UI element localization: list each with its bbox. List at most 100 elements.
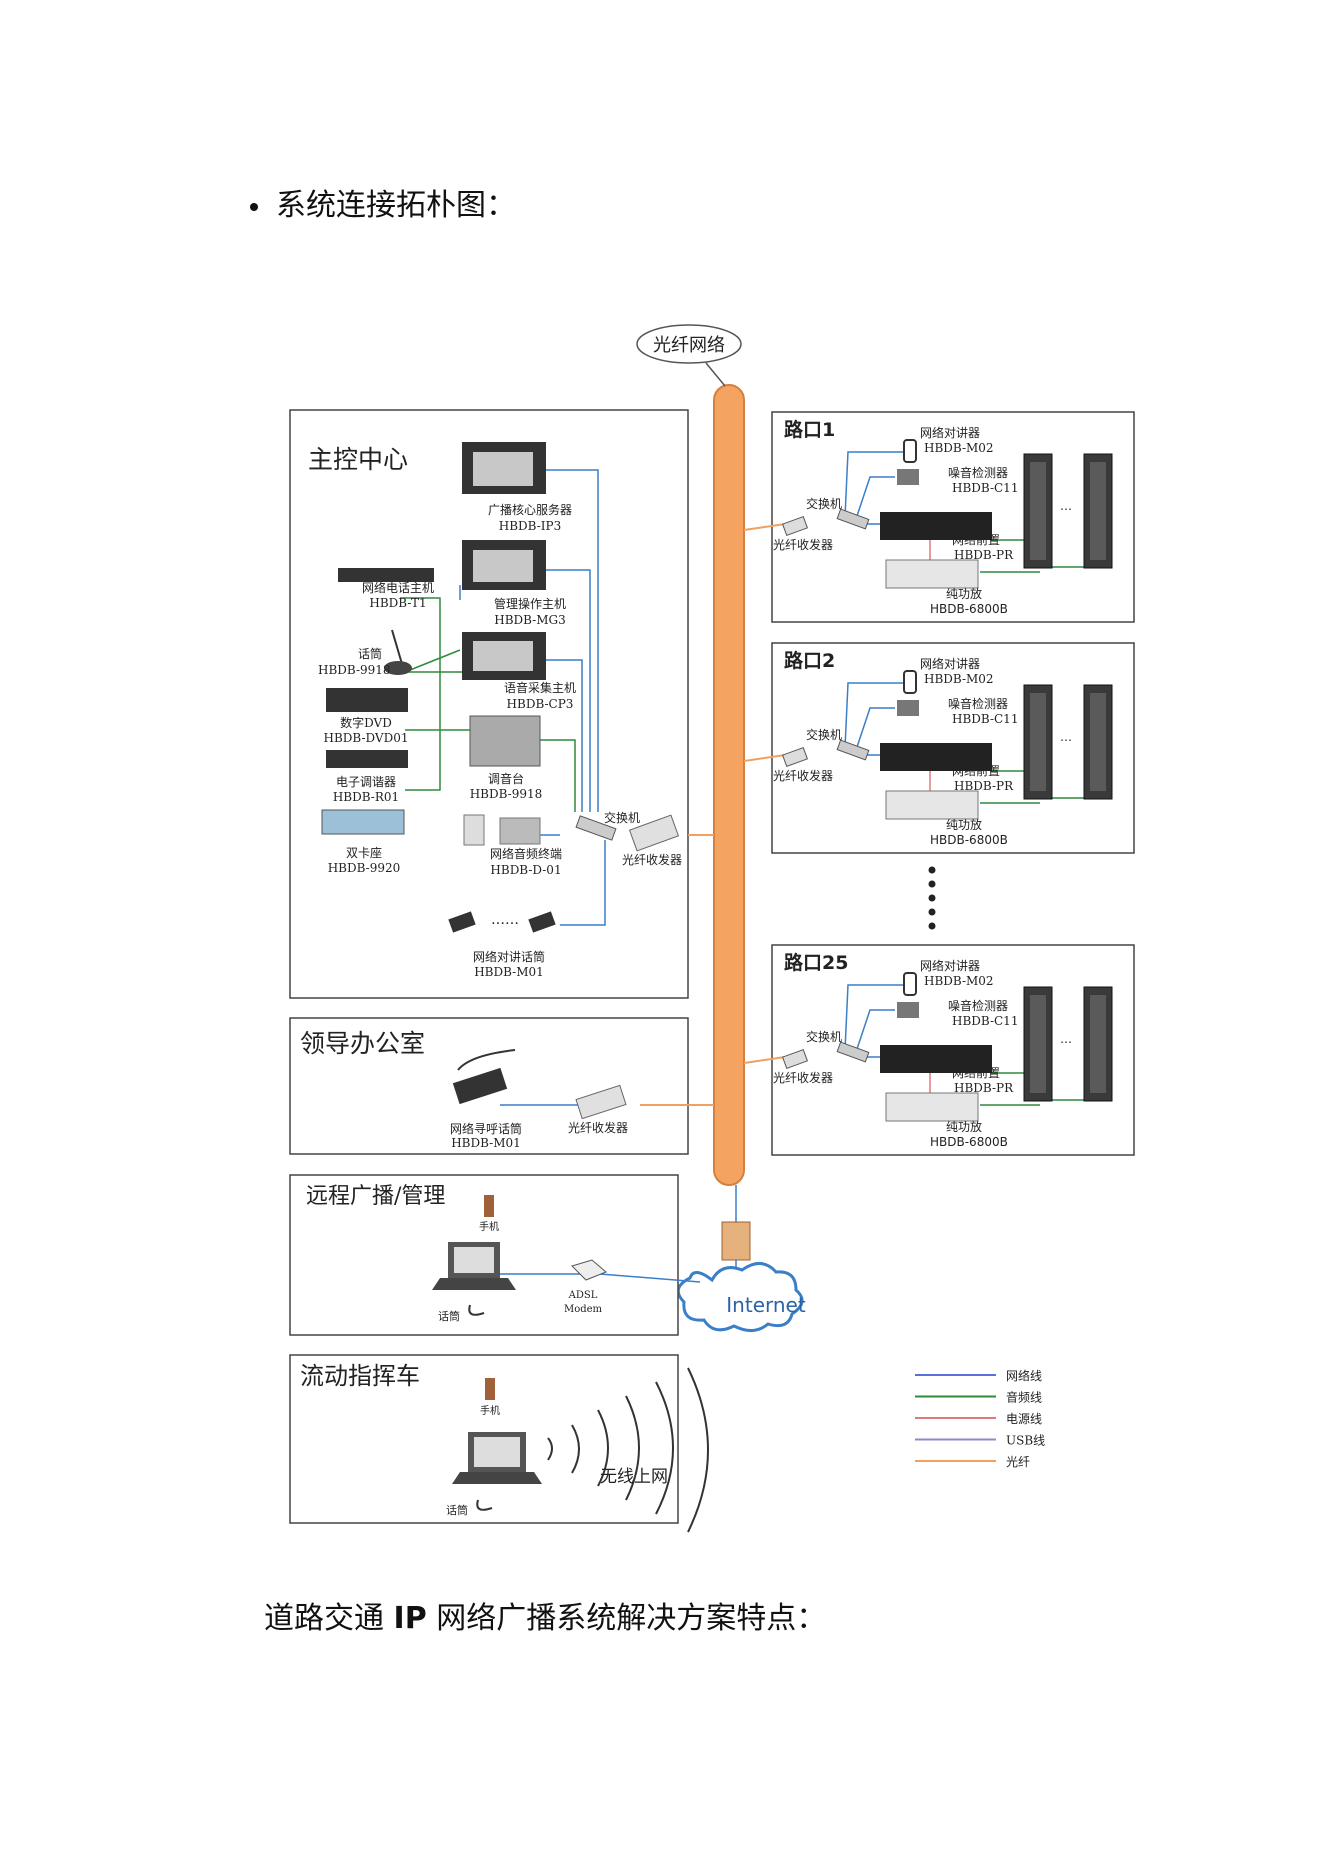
svg-text:HBDB-M01: HBDB-M01 [451,1136,521,1150]
svg-text:网络对讲器: 网络对讲器 [920,425,980,440]
power-amplifier-icon [885,559,979,589]
svg-text:…: … [1060,1032,1072,1046]
legend-entry: 光纤 [915,1455,1030,1469]
dvd-player-icon [326,688,408,712]
network-preamp-icon [880,743,992,771]
svg-text:噪音检测器: 噪音检测器 [948,696,1008,711]
svg-text:话筒: 话筒 [446,1503,468,1517]
section-heading: 系统连接拓朴图： [250,180,516,224]
network-preamp-icon [880,512,992,540]
svg-text:纯功放: 纯功放 [946,1119,982,1134]
svg-text:HBDB-PR: HBDB-PR [954,779,1014,793]
svg-text:…: … [1060,499,1072,513]
noise-detector-icon [897,1002,919,1018]
svg-text:HBDB-CP3: HBDB-CP3 [507,697,574,711]
svg-text:光纤收发器: 光纤收发器 [773,537,833,552]
svg-text:HBDB-R01: HBDB-R01 [333,790,399,804]
svg-text:HBDB-6800B: HBDB-6800B [930,833,1008,847]
svg-text:交换机: 交换机 [806,727,842,742]
svg-text:广播核心服务器: 广播核心服务器 [488,502,572,517]
switch-icon [836,739,870,761]
svg-text:HBDB-M02: HBDB-M02 [924,672,994,686]
fiber-network-bubble [636,324,742,364]
svg-text:话筒: 话筒 [358,646,382,661]
svg-text:纯功放: 纯功放 [946,586,982,601]
network-preamp-icon [880,1045,992,1073]
fiber-transceiver-icon [781,515,809,537]
office-panel: 领导办公室 网络寻呼话筒 HBDB-M01 光纤收发器 [289,1017,714,1155]
svg-text:交换机: 交换机 [806,1029,842,1044]
intercom-icon [903,670,917,694]
crossing-title: 路口1 [784,418,835,441]
svg-text:电子调谐器: 电子调谐器 [336,775,396,789]
svg-text:HBDB-T1: HBDB-T1 [369,596,426,610]
office-title: 领导办公室 [300,1029,425,1058]
mobile-phone-icon [484,1195,494,1217]
svg-text:HBDB-D-01: HBDB-D-01 [490,863,561,877]
phone-host-icon [338,568,434,582]
legend-label: 电源线 [1006,1412,1042,1426]
wireless-signal-icon [547,1367,709,1533]
switch-icon [836,508,870,530]
fiber-transceiver-icon [628,814,680,852]
svg-text:管理操作主机: 管理操作主机 [494,596,566,611]
svg-text:网络前置: 网络前置 [952,1065,1000,1080]
svg-text:话筒: 话筒 [438,1309,460,1323]
svg-text:…: … [1060,730,1072,744]
svg-text:网络对讲器: 网络对讲器 [920,656,980,671]
svg-text:HBDB-9918: HBDB-9918 [318,663,391,677]
continuation-dots [928,866,936,930]
svg-text:HBDB-PR: HBDB-PR [954,1081,1014,1095]
bullet-icon [250,203,258,211]
svg-text:HBDB-DVD01: HBDB-DVD01 [324,731,409,745]
legend-label: 光纤 [1006,1455,1030,1469]
svg-text:HBDB-6800B: HBDB-6800B [930,1135,1008,1149]
svg-text:网络对讲器: 网络对讲器 [920,958,980,973]
command-vehicle-panel: 流动指挥车 手机 话筒 无线上网 [289,1354,709,1533]
svg-text:数字DVD: 数字DVD [340,715,392,730]
svg-text:HBDB-6800B: HBDB-6800B [930,602,1008,616]
vehicle-title: 流动指挥车 [300,1362,420,1390]
fiber-transceiver-icon [781,1048,809,1070]
legend-label: USB线 [1006,1434,1045,1448]
legend-label: 网络线 [1006,1368,1042,1383]
svg-text:网络前置: 网络前置 [952,763,1000,778]
cassette-deck-icon [321,809,405,835]
svg-text:HBDB-9920: HBDB-9920 [328,861,401,875]
svg-text:ADSL: ADSL [568,1290,598,1301]
main-center-panel: 主控中心 广播核心服务器 HBDB-IP3 网络电话主机 HBDB-T1 [289,409,714,999]
svg-text:Modem: Modem [564,1304,603,1315]
noise-detector-icon [897,469,919,485]
fiber-transceiver-icon [575,1084,627,1120]
fiber-backbone [713,384,745,1186]
fiber-transceiver-icon [781,746,809,768]
svg-text:光纤收发器: 光纤收发器 [773,768,833,783]
svg-text:交换机: 交换机 [806,496,842,511]
svg-text:HBDB-9918: HBDB-9918 [470,787,543,801]
svg-text:网络电话主机: 网络电话主机 [362,580,434,595]
router-icon [721,1221,751,1261]
intercom-icon [903,972,917,996]
svg-text:无线上网: 无线上网 [600,1467,668,1487]
svg-text:手机: 手机 [479,1220,499,1233]
svg-text:HBDB-MG3: HBDB-MG3 [494,613,566,627]
legend-entry: 音频线 [915,1390,1042,1405]
intercom-icon [903,439,917,463]
audio-terminal-icon [463,814,485,846]
intercom-mic-icon [448,911,476,933]
microphone-icon [468,1304,485,1316]
tuner-icon [326,750,408,768]
internet-label: Internet [726,1293,806,1317]
legend-label: 音频线 [1006,1390,1042,1405]
crossing-title: 路口2 [784,649,835,672]
noise-detector-icon [897,700,919,716]
svg-text:HBDB-M02: HBDB-M02 [924,974,994,988]
svg-text:光纤收发器: 光纤收发器 [622,852,682,867]
svg-text:HBDB-C11: HBDB-C11 [952,712,1018,726]
